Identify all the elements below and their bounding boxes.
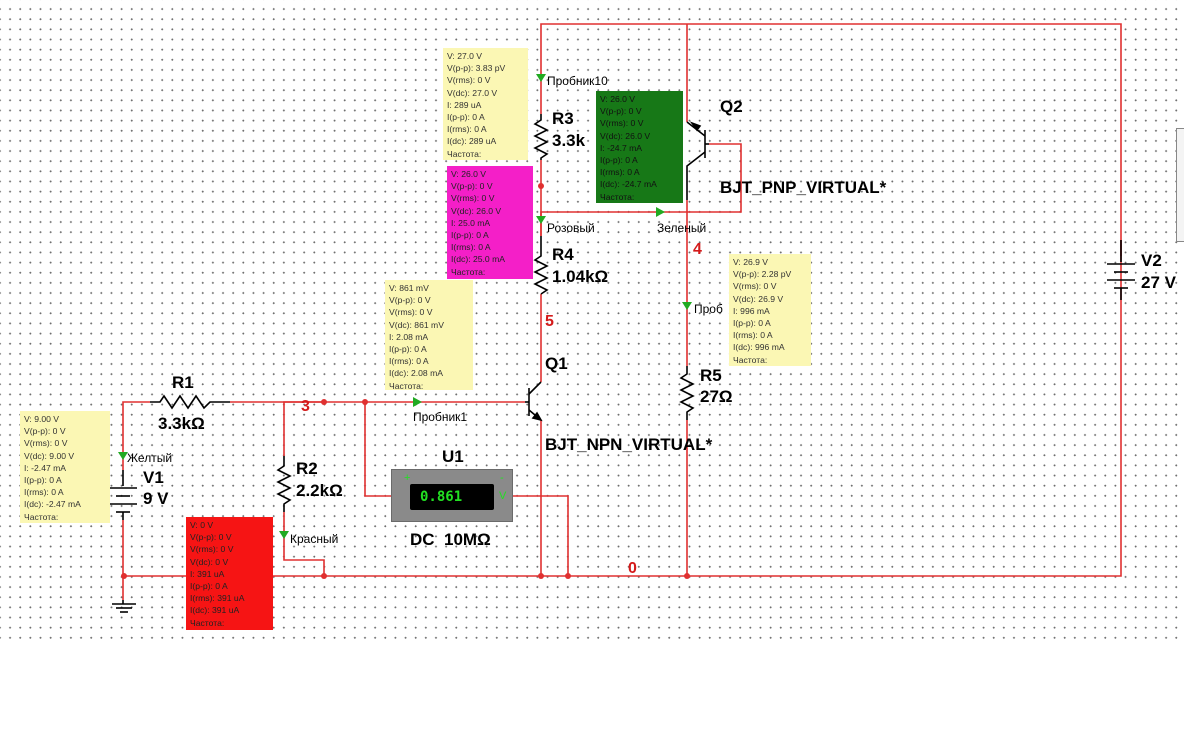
v2-value: 27 V xyxy=(1141,273,1177,292)
probe-label-pink: Розовый xyxy=(547,221,595,235)
r3-label: R3 xyxy=(552,109,574,128)
probe-box-v1[interactable]: V: 9.00 V V(p-p): 0 V V(rms): 0 V V(dc):… xyxy=(20,411,110,523)
probe-label-green: Зеленый xyxy=(657,221,706,235)
r1-label: R1 xyxy=(172,373,194,392)
q2-label: Q2 xyxy=(720,97,743,116)
q2-symbol[interactable] xyxy=(686,121,709,200)
probe-label-p10: Пробник10 xyxy=(547,74,608,88)
r4-label: R4 xyxy=(552,245,574,264)
wires xyxy=(122,23,1122,600)
side-panel-handle[interactable] xyxy=(1176,128,1184,242)
r5-symbol[interactable] xyxy=(679,366,695,420)
probe-arrows xyxy=(118,74,692,539)
probe-box-r3[interactable]: V: 27.0 V V(p-p): 3.83 pV V(rms): 0 V V(… xyxy=(443,48,528,160)
probe-label-p1: Пробник1 xyxy=(413,410,467,424)
r4-value: 1.04kΩ xyxy=(552,267,608,286)
r1-symbol[interactable] xyxy=(150,394,230,410)
r1-value: 3.3kΩ xyxy=(158,414,205,433)
probe-arrow-red xyxy=(279,531,289,539)
q1-label: Q1 xyxy=(545,354,568,373)
node-0: 0 xyxy=(628,560,637,577)
r3-symbol[interactable] xyxy=(533,114,549,160)
probe-arrow-p1 xyxy=(413,397,422,407)
r3-value: 3.3k xyxy=(552,131,589,150)
r5-value: 27Ω xyxy=(700,387,733,406)
r2-label: R2 xyxy=(296,459,318,478)
q1-symbol[interactable] xyxy=(525,381,543,422)
probe-label-red: Красный xyxy=(290,532,338,546)
v2-label: V2 xyxy=(1141,251,1162,270)
v1-symbol[interactable] xyxy=(109,470,137,520)
u1-mode: DC 10MΩ xyxy=(410,530,491,549)
probe-box-red[interactable]: V: 0 V V(p-p): 0 V V(rms): 0 V V(dc): 0 … xyxy=(186,517,273,630)
probe-box-pink[interactable]: V: 26.0 V V(p-p): 0 V V(rms): 0 V V(dc):… xyxy=(447,166,533,279)
probe-arrow-p10 xyxy=(536,74,546,82)
multimeter-u1[interactable]: + - 0.861 V xyxy=(391,469,513,522)
node-3: 3 xyxy=(301,398,310,415)
probe-arrow-green xyxy=(656,207,665,217)
r2-value: 2.2kΩ xyxy=(296,481,343,500)
meter-display: 0.861 xyxy=(410,484,494,510)
r2-symbol[interactable] xyxy=(276,456,292,512)
probe-label-yellow: Желтый xyxy=(127,451,172,465)
u1-label: U1 xyxy=(442,447,464,466)
ground-symbol xyxy=(112,600,136,613)
r5-label: R5 xyxy=(700,366,722,385)
node-4: 4 xyxy=(693,241,702,258)
probe-arrow-pink xyxy=(536,216,546,224)
probe-arrow-prob xyxy=(682,302,692,310)
q2-model: BJT_PNP_VIRTUAL* xyxy=(720,178,887,197)
meter-plus-terminal: + xyxy=(404,472,411,484)
v2-symbol[interactable] xyxy=(1107,240,1135,300)
probe-label-prob: Проб xyxy=(694,302,723,316)
node-5: 5 xyxy=(545,313,554,330)
probe-box-r5[interactable]: V: 26.9 V V(p-p): 2.28 pV V(rms): 0 V V(… xyxy=(729,254,811,366)
q1-model: BJT_NPN_VIRTUAL* xyxy=(545,435,713,454)
meter-unit: V xyxy=(499,490,507,502)
probe-arrow-yellow xyxy=(118,452,128,460)
meter-minus-terminal: - xyxy=(500,472,504,484)
v1-value: 9 V xyxy=(143,489,169,508)
probe-box-green[interactable]: V: 26.0 V V(p-p): 0 V V(rms): 0 V V(dc):… xyxy=(596,91,683,203)
probe-box-q1[interactable]: V: 861 mV V(p-p): 0 V V(rms): 0 V V(dc):… xyxy=(385,280,473,390)
r4-symbol[interactable] xyxy=(533,236,549,295)
junction-dots xyxy=(121,183,690,579)
v1-label: V1 xyxy=(143,468,164,487)
